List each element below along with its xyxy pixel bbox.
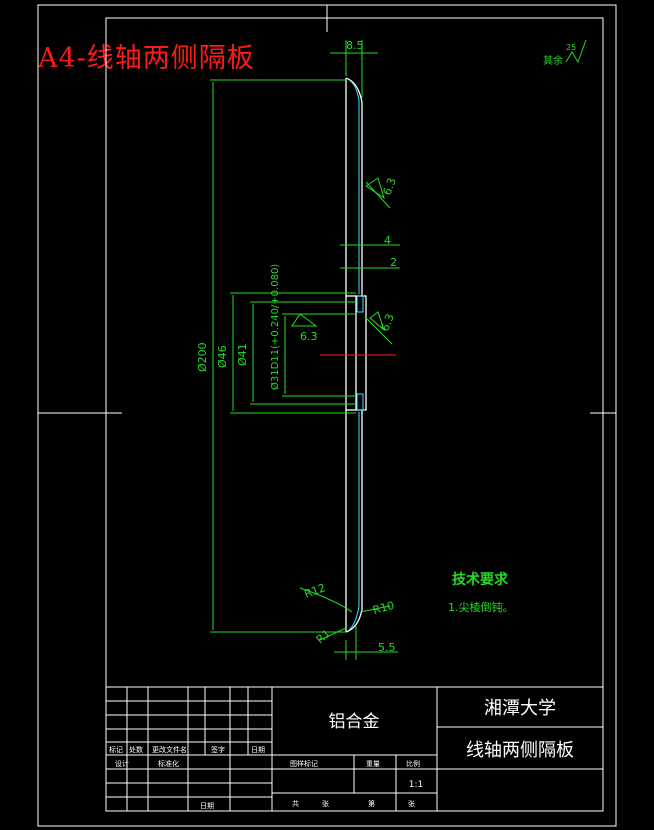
- notes-item-1: 1.尖棱倒钝。: [448, 600, 514, 614]
- roughness-rest-label: 其余: [543, 54, 563, 67]
- part-name: 线轴两侧隔板: [466, 740, 574, 761]
- dim-d200: Ø200: [196, 342, 209, 372]
- inner-border: [105, 17, 604, 812]
- dim-2: 2: [390, 256, 397, 269]
- dim-r10: R10: [371, 599, 395, 617]
- label-di: 第: [368, 799, 375, 808]
- dim-thickness: 8.5: [346, 39, 364, 52]
- dim-d41: Ø41: [236, 343, 249, 366]
- dim-r1: R1: [314, 627, 334, 646]
- label-zhongliang: 重量: [366, 760, 380, 768]
- label-gong: 共: [292, 799, 299, 808]
- label-zhang-1: 张: [322, 799, 329, 808]
- dimension-lines: [210, 40, 400, 660]
- label-biaoji: 标记: [109, 745, 123, 754]
- roughness-value-a: 6.3: [381, 176, 399, 197]
- label-riqi-bottom: 日期: [200, 802, 214, 810]
- roughness-value-b: 6.3: [379, 312, 397, 333]
- dim-r12: R12: [303, 581, 328, 601]
- dim-5-5: 5.5: [378, 641, 396, 654]
- material-text: 铝合金: [329, 712, 380, 732]
- scale-value: 1:1: [409, 780, 423, 790]
- roughness-symbols: [291, 39, 587, 332]
- dim-d46: Ø46: [216, 345, 229, 368]
- notes-heading: 技术要求: [452, 571, 509, 588]
- label-zhang-2: 张: [408, 799, 415, 808]
- label-tuyang: 图样标记: [290, 759, 318, 768]
- label-riqi: 日期: [251, 746, 265, 754]
- school-name: 湘潭大学: [484, 698, 556, 719]
- drawing-overlay-title: A4-线轴两侧隔板: [38, 43, 255, 74]
- title-block: [105, 686, 604, 812]
- label-biaozhunhua: 标准化: [158, 759, 179, 768]
- dim-4: 4: [384, 234, 391, 247]
- label-chushu: 处数: [129, 745, 143, 754]
- label-bili: 比例: [406, 759, 420, 768]
- section-hatching: [348, 79, 364, 631]
- roughness-value-c: 6.3: [300, 330, 318, 343]
- roughness-rest-value: 25: [566, 43, 576, 52]
- label-sheji: 设计: [115, 759, 129, 768]
- label-genggai: 更改文件名: [152, 745, 187, 754]
- label-qianzi: 签字: [211, 745, 225, 754]
- dim-d31: Ø31D11(+0.240/+0.080): [269, 264, 281, 390]
